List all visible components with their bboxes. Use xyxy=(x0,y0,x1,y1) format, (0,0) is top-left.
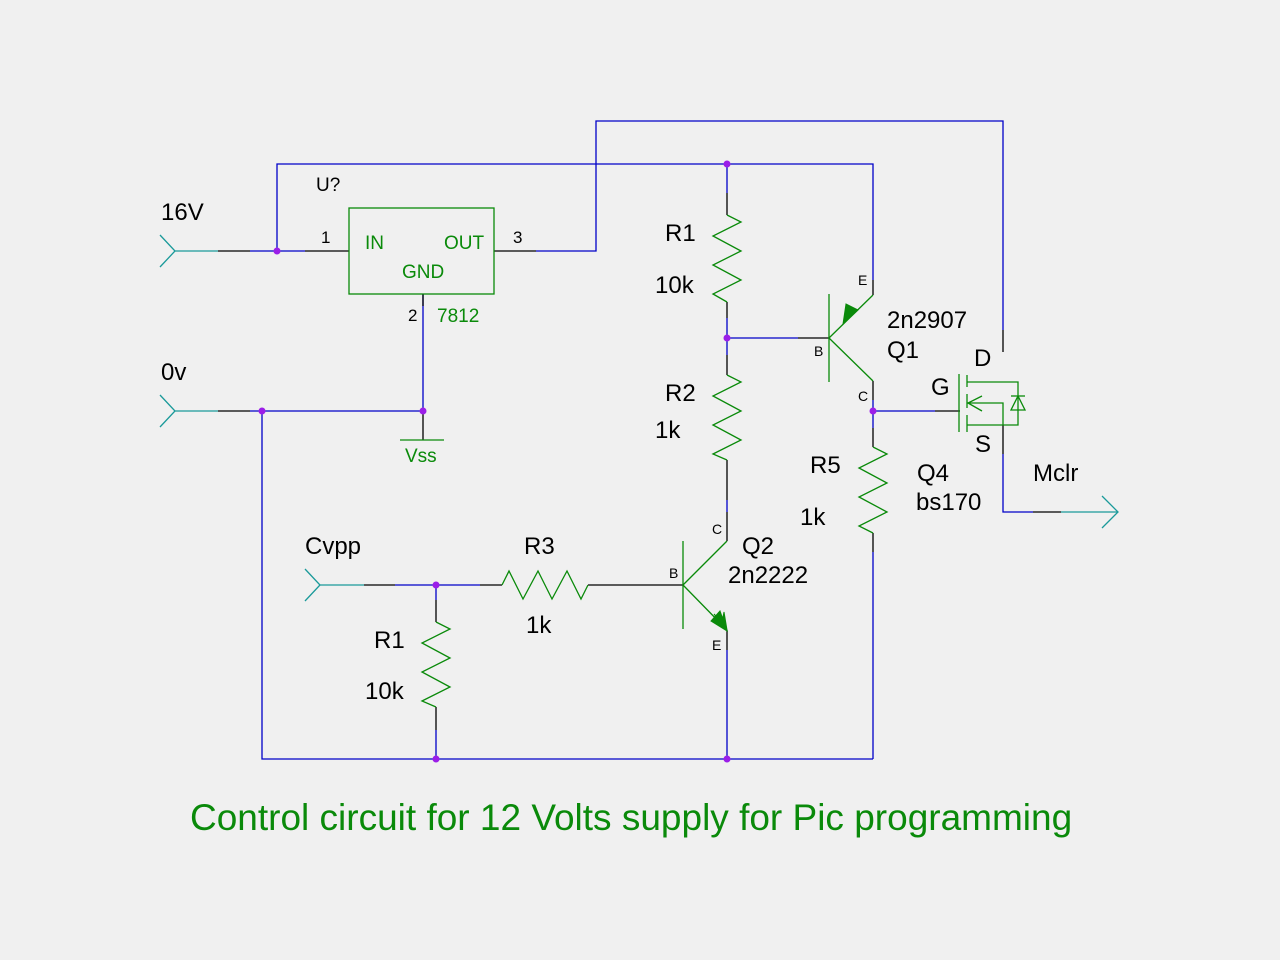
transistor-ref: Q2 xyxy=(742,533,774,560)
resistor-value: 1k xyxy=(800,504,826,531)
body-diode-icon xyxy=(1009,394,1027,411)
resistor-value: 1k xyxy=(655,417,681,444)
junction-dot xyxy=(273,247,281,255)
port-16v[interactable]: 16V xyxy=(159,199,218,268)
wire-q1-base-net xyxy=(726,318,798,339)
regulator-pin-out-label: OUT xyxy=(444,233,485,254)
wires xyxy=(218,120,1061,760)
mosfet-part: bs170 xyxy=(916,489,981,516)
regulator-pin2-number: 2 xyxy=(408,306,417,325)
wire-ground-bus xyxy=(261,411,873,760)
junction-dot xyxy=(723,755,731,763)
wire-16v-rail xyxy=(276,163,874,280)
transistor-ref: Q1 xyxy=(887,337,919,364)
port-0v[interactable]: 0v xyxy=(159,359,218,428)
transistor-pin-c: C xyxy=(858,388,868,404)
regulator-pin1-number: 1 xyxy=(321,228,330,247)
junction-dot xyxy=(723,160,731,168)
port-label-16v: 16V xyxy=(161,199,204,226)
emitter-arrow-icon xyxy=(842,303,859,326)
mosfet-q4[interactable]: D G S Q4 bs170 xyxy=(916,345,1027,516)
transistor-pin-e: E xyxy=(858,272,867,288)
resistor-ref: R5 xyxy=(810,452,841,479)
emitter-arrow-head xyxy=(710,610,728,633)
mosfet-arrow-icon xyxy=(966,395,983,412)
resistor-ref: R2 xyxy=(665,380,696,407)
wire-q4-gate-net xyxy=(872,400,935,412)
mosfet-pin-d: D xyxy=(974,345,991,372)
regulator-ref: U? xyxy=(316,175,340,196)
schematic-title: Control circuit for 12 Volts supply for … xyxy=(190,797,1072,838)
transistor-pin-b: B xyxy=(814,343,823,359)
transistor-pin-e: E xyxy=(712,637,721,653)
wire-12v-out xyxy=(536,120,1004,330)
port-label-cvpp: Cvpp xyxy=(305,533,361,560)
transistor-collector-line xyxy=(682,540,728,586)
regulator-7812[interactable]: U? IN OUT GND 1 2 3 7812 xyxy=(316,175,522,327)
mosfet-body-line xyxy=(967,402,1004,425)
ground-label: Vss xyxy=(405,446,437,467)
resistor-r1-bottom[interactable]: R1 10k xyxy=(365,621,452,708)
wire-mclr-net xyxy=(1002,454,1033,513)
transistor-q2-npn[interactable]: C B E Q2 2n2222 xyxy=(669,521,808,653)
resistor-value: 1k xyxy=(526,612,552,639)
mosfet-pin-g: G xyxy=(931,374,950,401)
resistor-ref: R1 xyxy=(374,627,405,654)
resistor-icon xyxy=(711,214,743,303)
port-cvpp[interactable]: Cvpp xyxy=(304,533,364,602)
resistor-icon xyxy=(711,374,743,461)
transistor-q1-pnp[interactable]: E B C 2n2907 Q1 xyxy=(814,272,967,404)
resistor-r3[interactable]: R3 1k xyxy=(501,533,589,639)
port-arrow-icon xyxy=(159,234,176,268)
regulator-pin-in-label: IN xyxy=(365,233,384,254)
transistor-pin-c: C xyxy=(712,521,722,537)
ground-symbol-vss: Vss xyxy=(400,439,444,467)
junction-dot xyxy=(258,407,266,415)
junction-dot xyxy=(723,334,731,342)
port-label-0v: 0v xyxy=(161,359,186,386)
body-diode-wire xyxy=(1003,381,1019,426)
port-arrow-icon xyxy=(1101,495,1119,529)
regulator-body xyxy=(348,207,495,295)
transistor-collector-line xyxy=(828,337,874,382)
resistor-ref: R1 xyxy=(665,220,696,247)
regulator-part: 7812 xyxy=(437,306,479,327)
mosfet-pin-s: S xyxy=(975,431,991,458)
resistor-icon xyxy=(857,446,889,534)
transistor-part: 2n2907 xyxy=(887,307,967,334)
port-arrow-icon xyxy=(159,394,176,428)
junctions xyxy=(258,160,877,763)
junction-dot xyxy=(432,581,440,589)
port-mclr[interactable]: Mclr xyxy=(1033,460,1119,529)
resistor-icon xyxy=(501,569,589,601)
regulator-pin-gnd-label: GND xyxy=(402,262,444,283)
resistor-ref: R3 xyxy=(524,533,555,560)
junction-dot xyxy=(432,755,440,763)
junction-dot xyxy=(869,407,877,415)
mosfet-ref: Q4 xyxy=(917,460,949,487)
resistor-icon xyxy=(420,621,452,708)
regulator-pin3-number: 3 xyxy=(513,228,522,247)
resistor-r5[interactable]: R5 1k xyxy=(800,446,889,534)
resistor-value: 10k xyxy=(365,678,405,705)
port-arrow-icon xyxy=(304,568,321,602)
port-label-mclr: Mclr xyxy=(1033,460,1078,487)
transistor-pin-b: B xyxy=(669,565,678,581)
resistor-r1-top[interactable]: R1 10k xyxy=(655,214,743,303)
resistor-value: 10k xyxy=(655,272,695,299)
transistor-part: 2n2222 xyxy=(728,562,808,589)
resistor-r2[interactable]: R2 1k xyxy=(655,374,743,461)
junction-dot xyxy=(419,407,427,415)
